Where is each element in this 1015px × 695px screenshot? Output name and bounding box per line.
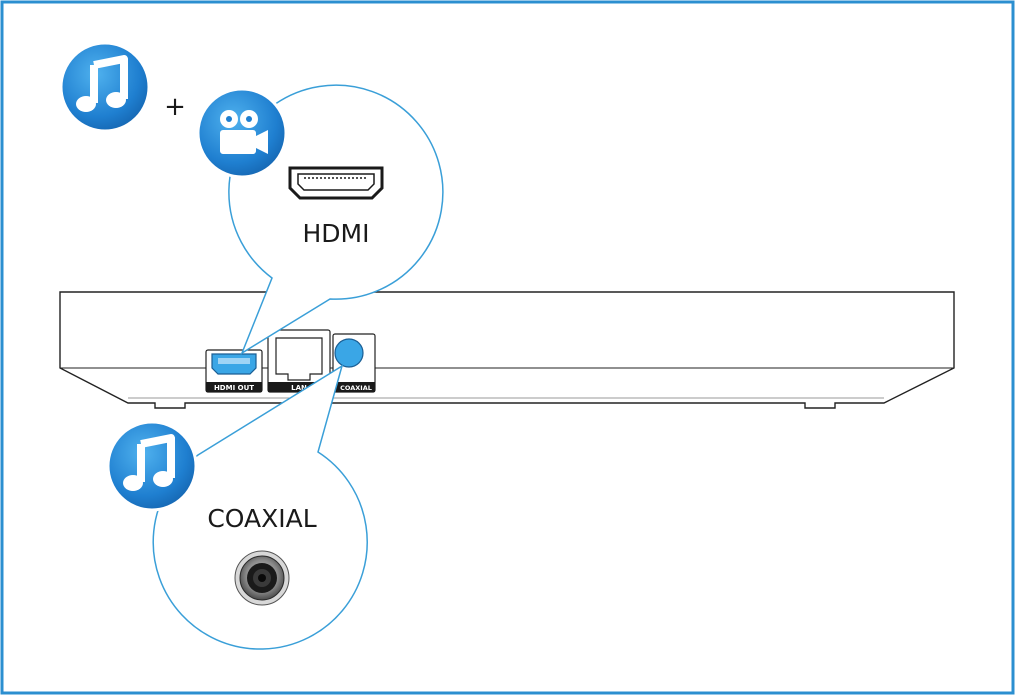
music-note-icon xyxy=(59,41,151,133)
coaxial-port: COAXIAL xyxy=(332,333,376,393)
plus-sign: + xyxy=(164,92,186,122)
hdmi-out-port-label: HDMI OUT xyxy=(214,384,254,392)
video-camera-icon xyxy=(196,87,288,179)
coaxial-jack-icon xyxy=(234,550,290,606)
hdmi-out-port: HDMI OUT xyxy=(205,349,263,393)
coaxial-callout: COAXIAL xyxy=(152,364,368,650)
player-rear-panel xyxy=(59,291,955,409)
hdmi-connector-icon xyxy=(288,166,384,200)
lan-port-label: LAN xyxy=(291,384,307,392)
coaxial-port-label: COAXIAL xyxy=(340,384,372,392)
hdmi-callout-label: HDMI xyxy=(303,219,370,248)
music-note-icon xyxy=(106,420,198,512)
coaxial-callout-label: COAXIAL xyxy=(207,504,316,533)
